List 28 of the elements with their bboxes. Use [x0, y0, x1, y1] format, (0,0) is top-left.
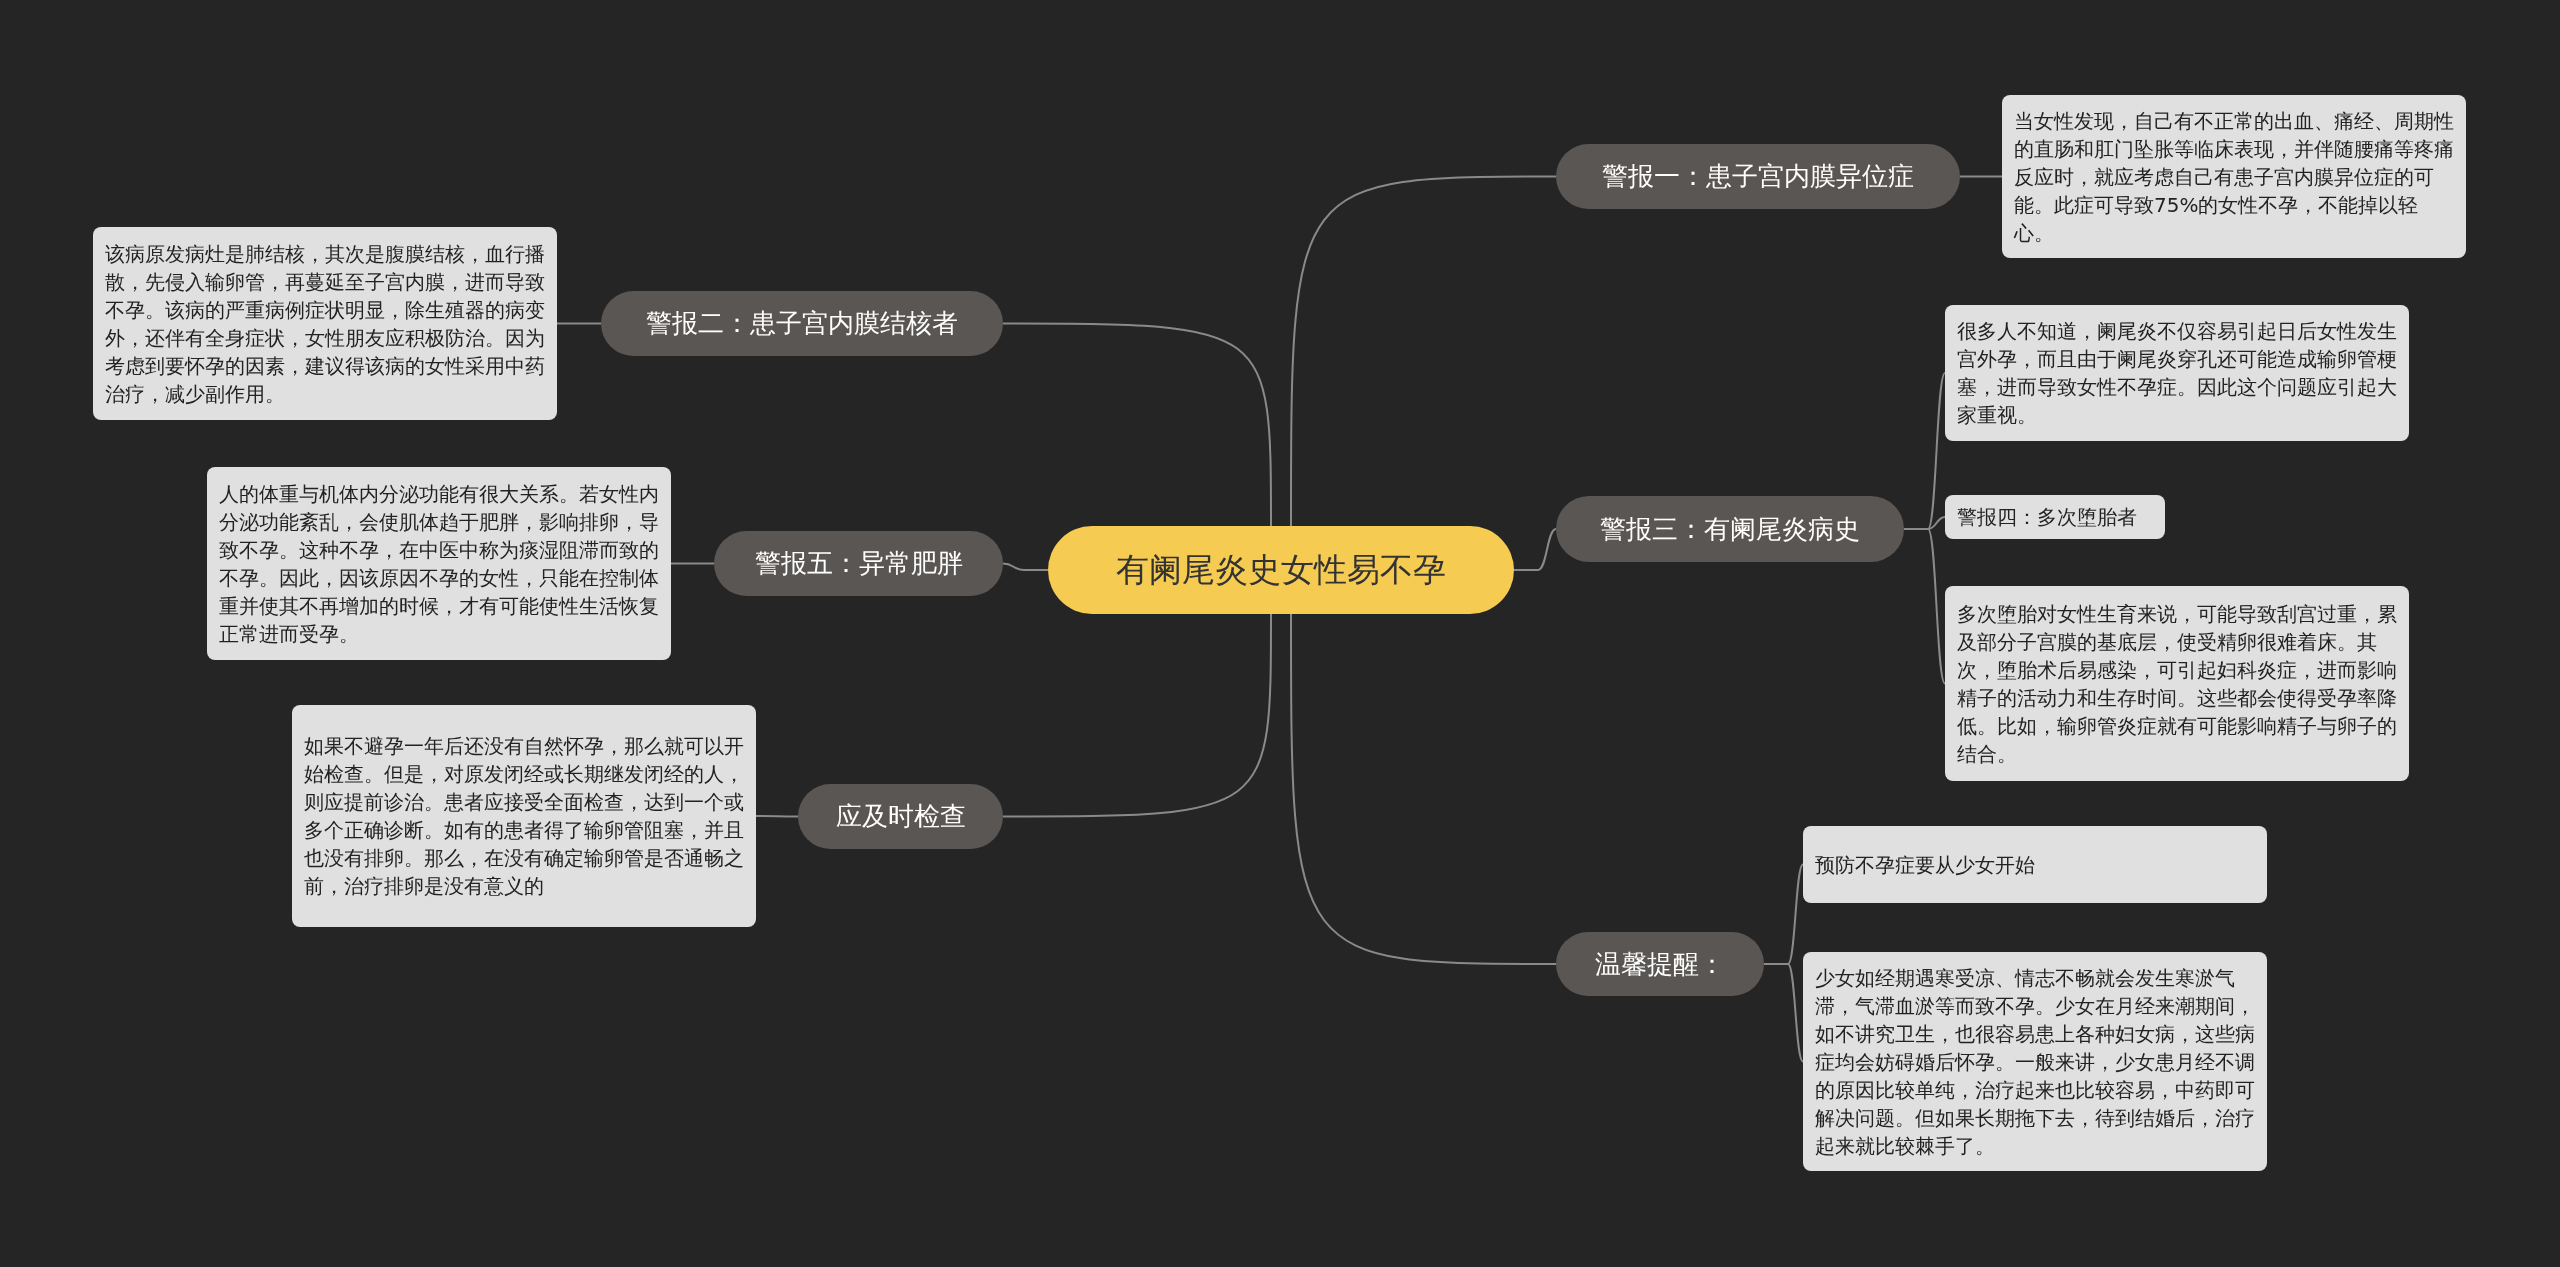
topic-pill: 警报五：异常肥胖	[714, 531, 1003, 596]
connector-line	[755, 815, 799, 818]
connector-line	[1290, 175, 1557, 527]
topic-pill: 警报三：有阑尾炎病史	[1556, 496, 1904, 562]
note-card: 如果不避孕一年后还没有自然怀孕，那么就可以开始检查。但是，对原发闭经或长期继发闭经的人，则应提前诊治。患者应接受全面检查，达到一个或多个正确诊断。如有的患者得了输卵管阻塞，并且也没有排卵。那么，在没有确定输卵管是否通畅之前，治疗排卵是没有意义的	[292, 705, 756, 927]
note-card: 很多人不知道，阑尾炎不仅容易引起日后女性发生宫外孕，而且由于阑尾炎穿孔还可能造成输卵管梗塞，进而导致女性不孕症。因此这个问题应引起大家重视。	[1945, 305, 2409, 441]
note-card: 预防不孕症要从少女开始	[1803, 826, 2267, 903]
note-card: 当女性发现，自己有不正常的出血、痛经、周期性的直肠和肛门坠胀等临床表现，并伴随腰痛等疼痛反应时，就应考虑自己有患子宫内膜异位症的可能。此症可导致75%的女性不孕，不能掉以轻心。	[2002, 95, 2466, 258]
central-topic: 有阑尾炎史女性易不孕	[1048, 526, 1514, 614]
topic-pill: 温馨提醒：	[1556, 932, 1764, 996]
connector-line	[1002, 613, 1272, 818]
topic-pill: 警报二：患子宫内膜结核者	[601, 291, 1003, 356]
note-card: 多次堕胎对女性生育来说，可能导致刮宫过重，累及部分子宫膜的基底层，使受精卵很难着床。其次，堕胎术后易感染，可引起妇科炎症，进而影响精子的活动力和生存时间。这些都会使得受孕率降低。比如，输卵管炎症就有可能影响精子与卵子的结合。	[1945, 586, 2409, 781]
note-card: 人的体重与机体内分泌功能有很大关系。若女性内分泌功能紊乱，会使肌体趋于肥胖，影响排卵，导致不孕。这种不孕，在中医中称为痰湿阻滞而致的不孕。因此，因该原因不孕的女性，只能在控制体重并使其不再增加的时候，才有可能使性生活恢复正常进而受孕。	[207, 467, 671, 660]
connector-line	[556, 322, 602, 325]
connector-line	[670, 562, 715, 565]
topic-pill: 警报一：患子宫内膜异位症	[1556, 144, 1960, 209]
note-card: 该病原发病灶是肺结核，其次是腹膜结核，血行播散，先侵入输卵管，再蔓延至子宫内膜，进而导致不孕。该病的严重病例症状明显，除生殖器的病变外，还伴有全身症状，女性朋友应积极防治。因为考虑到要怀孕的因素，建议得该病的女性采用中药治疗，减少副作用。	[93, 227, 557, 420]
note-card: 警报四：多次堕胎者	[1945, 495, 2165, 539]
connector-line	[1903, 528, 1946, 685]
connector-line	[1002, 562, 1049, 571]
connector-line	[1002, 322, 1272, 527]
connector-line	[1290, 613, 1557, 965]
connector-line	[1513, 528, 1557, 571]
topic-pill: 应及时检查	[798, 784, 1003, 849]
connector-line	[1763, 963, 1804, 1063]
connector-line	[1959, 175, 2003, 178]
note-card: 少女如经期遇寒受凉、情志不畅就会发生寒淤气滞，气滞血淤等而致不孕。少女在月经来潮期间，如不讲究卫生，也很容易患上各种妇女病，这些病症均会妨碍婚后怀孕。一般来讲，少女患月经不调的原因比较单纯，治疗起来也比较容易，中药即可解决问题。但如果长期拖下去，待到结婚后，治疗起来就比较棘手了。	[1803, 952, 2267, 1171]
